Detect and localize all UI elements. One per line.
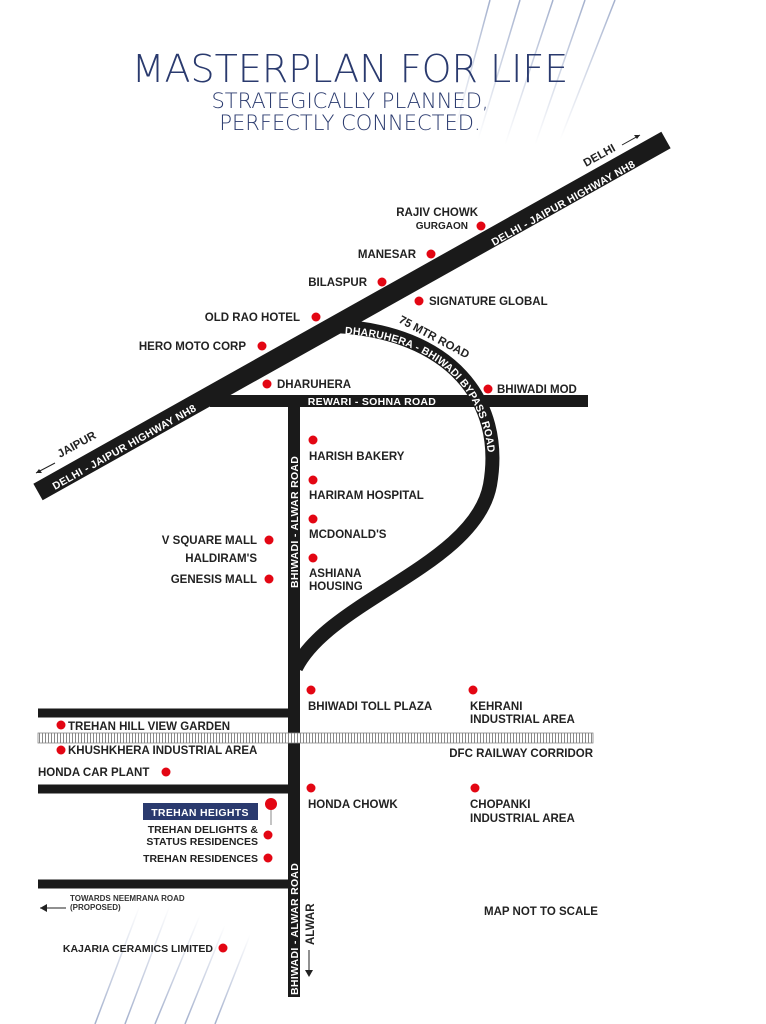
map-scale-note: MAP NOT TO SCALE <box>484 906 598 918</box>
label-kehrani-line-2: INDUSTRIAL AREA <box>470 714 575 726</box>
highway-nh8 <box>33 131 671 501</box>
label-old-rao-hotel: OLD RAO HOTEL <box>205 312 300 324</box>
delhi-arrow-icon <box>621 134 641 146</box>
label-trehan-delights-line-2: STATUS RESIDENCES <box>146 836 258 848</box>
page-title: MASTERPLAN FOR LIFE <box>132 47 568 91</box>
label-trehan-heights: TREHAN HEIGHTS <box>151 807 249 819</box>
label-rajiv-chowk: RAJIV CHOWK <box>396 207 478 219</box>
trehan-heights-badge: TREHAN HEIGHTS <box>143 803 258 820</box>
neemrana-line-1: TOWARDS NEEMRANA ROAD <box>70 894 185 903</box>
label-bilaspur: BILASPUR <box>308 277 367 289</box>
label-bhiwadi-mod: BHIWADI MOD <box>497 384 577 396</box>
label-chopanki-line-1: CHOPANKI <box>470 799 530 811</box>
label-haldirams: HALDIRAM'S <box>185 553 257 565</box>
label-harish-bakery: HARISH BAKERY <box>309 451 405 463</box>
bhiwadi-alwar-label-top: BHIWADI - ALWAR ROAD <box>289 456 301 588</box>
neemrana-line-2: (PROPOSED) <box>70 903 121 912</box>
label-signature-global: SIGNATURE GLOBAL <box>429 296 548 308</box>
neemrana-arrow-icon <box>40 904 66 912</box>
bypass-road <box>289 319 500 672</box>
label-bhiwadi-toll-plaza: BHIWADI TOLL PLAZA <box>308 701 432 713</box>
label-genesis-mall: GENESIS MALL <box>171 574 257 586</box>
alwar-arrow-icon <box>305 950 313 977</box>
highway-label-right: DELHI - JAIPUR HIGHWAY NH8 <box>490 158 638 248</box>
label-trehan-delights-line-1: TREHAN DELIGHTS & <box>148 824 259 836</box>
label-chopanki-line-2: INDUSTRIAL AREA <box>470 813 575 825</box>
label-kajaria: KAJARIA CERAMICS LIMITED <box>63 943 214 955</box>
label-manesar: MANESAR <box>358 249 417 261</box>
jaipur-arrow-icon <box>35 462 56 474</box>
alwar-direction: ALWAR <box>305 903 317 945</box>
label-hero-moto-corp: HERO MOTO CORP <box>139 341 246 353</box>
railway-corridor <box>37 732 594 744</box>
label-ashiana-line-1: ASHIANA <box>309 568 361 580</box>
subtitle-line-1: STRATEGICALLY PLANNED, <box>211 89 488 113</box>
bhiwadi-alwar-label-bottom: BHIWADI - ALWAR ROAD <box>289 863 301 995</box>
label-hariram-hospital: HARIRAM HOSPITAL <box>309 490 424 502</box>
label-mcdonalds: MCDONALD'S <box>309 529 387 541</box>
map-markers <box>56 221 493 953</box>
label-khushkhera: KHUSHKHERA INDUSTRIAL AREA <box>68 745 257 757</box>
label-gurgaon: GURGAON <box>416 221 468 232</box>
label-honda-chowk: HONDA CHOWK <box>308 799 398 811</box>
label-dharuhera: DHARUHERA <box>277 379 351 391</box>
trehan-heights-pin-icon <box>265 798 277 825</box>
label-honda-car-plant: HONDA CAR PLANT <box>38 767 149 779</box>
label-kehrani-line-1: KEHRANI <box>470 701 522 713</box>
subtitle-line-2: PERFECTLY CONNECTED. <box>219 111 480 135</box>
label-v-square-mall: V SQUARE MALL <box>162 535 257 547</box>
decorative-lines-bottom <box>94 904 251 1024</box>
label-ashiana-line-2: HOUSING <box>309 581 363 593</box>
label-trehan-residences: TREHAN RESIDENCES <box>143 853 258 865</box>
bypass-label: DHARUHERA - BHIWADI BYPASS ROAD <box>345 325 497 454</box>
decorative-lines-top <box>454 0 616 146</box>
label-trehan-hill-view: TREHAN HILL VIEW GARDEN <box>68 721 230 733</box>
rewari-sohna-label: REWARI - SOHNA ROAD <box>308 396 437 408</box>
railway-label: DFC RAILWAY CORRIDOR <box>449 748 593 760</box>
